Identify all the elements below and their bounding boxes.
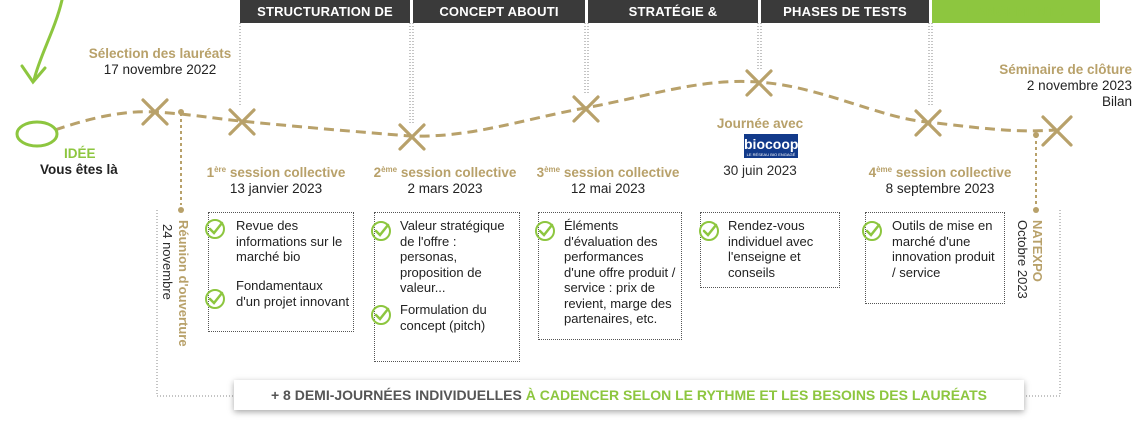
seminaire-title: Séminaire de clôture (999, 62, 1132, 77)
session-2-label: 2ème session collective 2 mars 2023 (365, 162, 525, 197)
journee-title: Journée avec (716, 116, 804, 131)
session-2-box (374, 212, 520, 362)
check-icon (862, 221, 882, 241)
opening-date: 24 novembre (160, 224, 175, 300)
phase-strategie: STRATÉGIE & PROTOTYPE (588, 0, 758, 42)
idea-subtitle: Vous êtes là (40, 162, 118, 177)
natexpo-title: NATEXPO (1030, 220, 1045, 282)
session-1-date: 13 janvier 2023 (229, 181, 323, 196)
list-item: Outils de mise en marché d'une innovatio… (892, 218, 995, 280)
list-item: Rendez-vous individuel avec l'enseigne e… (728, 218, 814, 280)
circle-marker-icon (15, 120, 59, 148)
session-4-date: 8 septembre 2023 (885, 181, 995, 196)
session-3-box (538, 212, 682, 340)
list-item: Fondamentaux d'un projet innovant (236, 278, 350, 309)
arrow-icon (20, 0, 64, 85)
journee-box (700, 212, 840, 288)
banner-part1: + 8 DEMI-JOURNÉES INDIVIDUELLES (270, 387, 522, 403)
cross-marker-icon (228, 108, 256, 136)
cross-marker-icon (572, 95, 600, 123)
cross-marker-icon (398, 123, 426, 151)
phase-structuration: STRUCTURATION DE L'IDÉE (240, 0, 410, 42)
session-2-date: 2 mars 2023 (407, 181, 483, 196)
phase-concept: CONCEPT ABOUTI (413, 0, 585, 23)
session-4-box (865, 212, 1005, 304)
session-3-label: 3ème session collective 12 mai 2023 (528, 162, 688, 197)
check-icon (205, 219, 225, 239)
journee-label: Journée avec (700, 116, 820, 132)
cross-marker-icon (745, 69, 773, 97)
banner-part2: À CADENCER SELON LE RYTHME ET LES BESOIN… (525, 387, 988, 403)
session-1-label: 1ère session collective 13 janvier 2023 (196, 162, 356, 197)
selection-date: 17 novembre 2022 (103, 62, 217, 77)
bottom-banner: + 8 DEMI-JOURNÉES INDIVIDUELLES À CADENC… (234, 380, 1024, 410)
phase-tests: PHASES DE TESTS (761, 0, 929, 23)
session-1-box (208, 212, 354, 332)
natexpo-date: Octobre 2023 (1015, 220, 1030, 299)
seminaire-label: Séminaire de clôture 2 novembre 2023 Bil… (962, 62, 1132, 110)
journee-date: 30 juin 2023 (723, 163, 797, 178)
list-item: Éléments d'évaluation des performances d… (564, 218, 676, 326)
list-item: Revue des informations sur le marché bio (236, 218, 343, 264)
idea-label: IDÉE (64, 146, 96, 162)
biocoop-logo: biocoop LE RÉSEAU BIO ENGAGÉ (744, 134, 799, 158)
check-icon (699, 221, 719, 241)
session-3-date: 12 mai 2023 (570, 181, 646, 196)
check-icon (535, 221, 555, 241)
timeline-path (54, 79, 1056, 138)
seminaire-date: 2 novembre 2023 (1026, 78, 1132, 93)
cross-marker-icon (1041, 115, 1073, 147)
cross-marker-icon (914, 109, 942, 137)
seminaire-sub: Bilan (1101, 94, 1132, 109)
selection-title: Sélection des lauréats (88, 46, 232, 61)
opening-title: Réunion d'ouverture (176, 220, 191, 347)
session-4-label: 4ème session collective 8 septembre 2023 (860, 162, 1020, 197)
check-icon (371, 221, 391, 241)
list-item: Formulation du concept (pitch) (400, 302, 487, 333)
check-icon (205, 289, 225, 309)
selection-label: Sélection des lauréats 17 novembre 2022 (80, 46, 240, 78)
phase-lancement: LANCEMENT ! (932, 0, 1100, 23)
check-icon (371, 305, 391, 325)
list-item: Valeur stratégique de l'offre : personas… (400, 218, 505, 295)
cross-marker-icon (141, 98, 169, 126)
idea-title: IDÉE (64, 146, 96, 161)
